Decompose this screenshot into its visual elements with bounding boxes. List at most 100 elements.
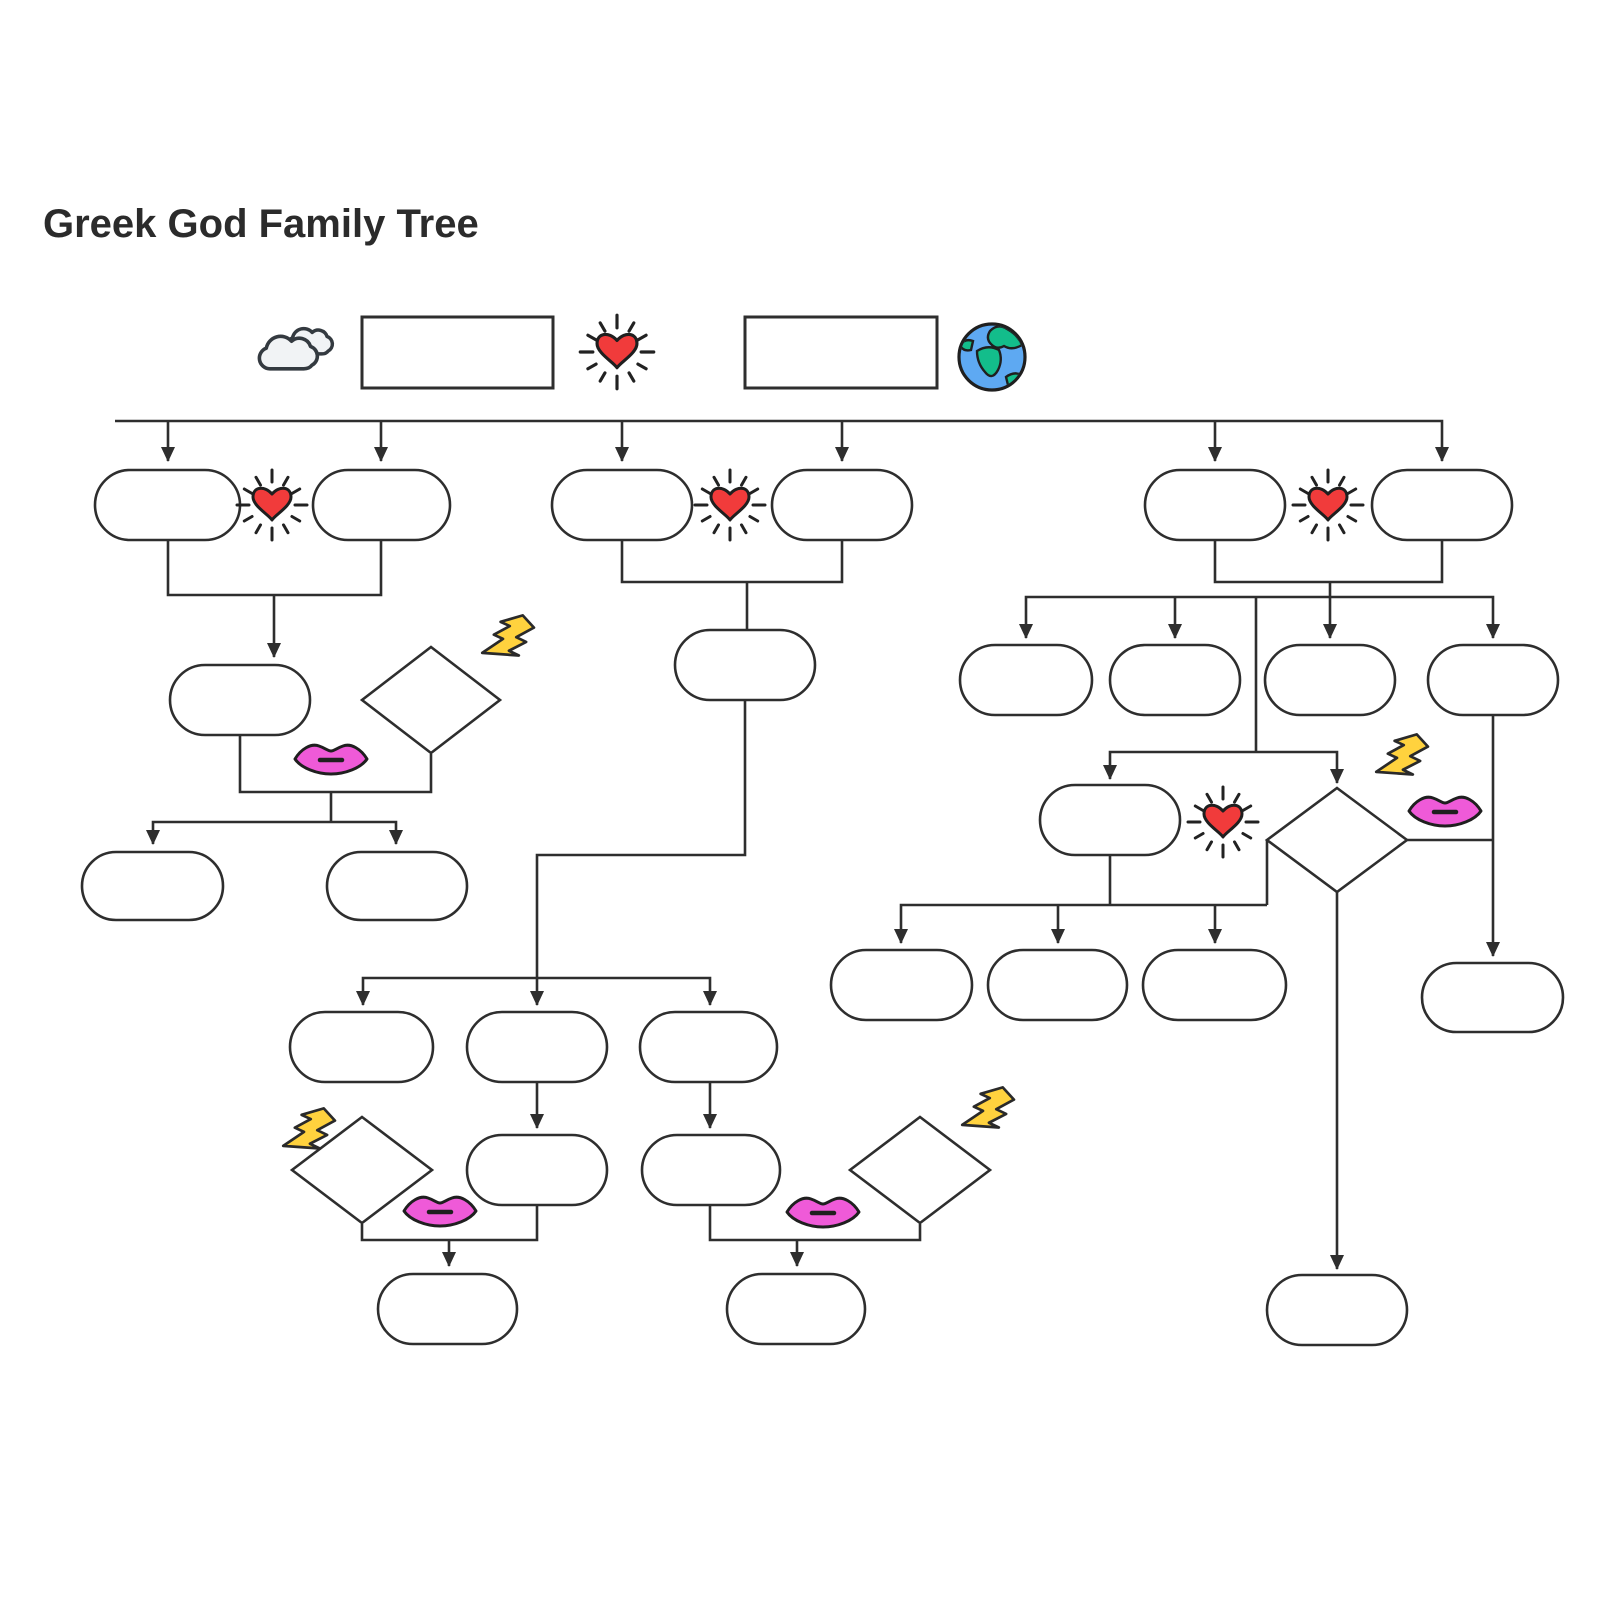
kiss-icon <box>1407 795 1483 828</box>
node-gen5-right-d <box>1265 1273 1409 1347</box>
heart-ray <box>282 475 290 487</box>
connector-line <box>530 700 747 1006</box>
node-couple3-left <box>1143 468 1287 542</box>
heart-ray <box>242 515 254 523</box>
lightning-icon <box>281 1107 337 1150</box>
node-gen5-right-a <box>829 948 974 1022</box>
node-couple2-child <box>673 628 817 702</box>
node-gen4-right-b <box>1420 961 1565 1034</box>
heart-ray <box>1241 804 1253 812</box>
heart-ray <box>598 371 607 383</box>
heart-shape <box>709 486 751 522</box>
heart-ray <box>636 362 648 371</box>
node-gen5-mid-c <box>725 1272 867 1346</box>
heart-ray <box>1205 840 1213 852</box>
heart-ray <box>740 523 748 535</box>
node-gen3-left-b <box>325 850 469 922</box>
node-gen4-mid-c <box>640 1133 782 1207</box>
node-gen4-mid-b <box>465 1133 609 1207</box>
node-couple1-left <box>93 468 242 542</box>
node-gen3-right-a <box>958 643 1094 717</box>
node-ancestor-box-left <box>360 315 555 390</box>
heart-ray <box>1346 487 1358 495</box>
heart-ray <box>1193 832 1205 840</box>
node-couple1-child <box>168 663 312 737</box>
heart-ray <box>748 515 760 523</box>
connector-line <box>1019 595 1500 639</box>
node-decision-right <box>1264 786 1410 894</box>
heart-ray <box>636 333 648 342</box>
kiss-icon <box>293 743 369 776</box>
heart-ray <box>627 321 636 333</box>
heart-ray <box>254 475 262 487</box>
heart-ray <box>712 523 720 535</box>
node-decision-left <box>359 645 503 755</box>
heart-shape <box>1202 803 1244 839</box>
node-gen3-right-c <box>1263 643 1397 717</box>
love-icon <box>578 313 656 391</box>
globe-land <box>975 346 1002 378</box>
connector-line <box>115 419 1449 462</box>
cloud-shape <box>257 334 320 371</box>
node-couple3-right <box>1370 468 1514 542</box>
heart-ray <box>627 371 636 383</box>
heart-ray <box>1205 792 1213 804</box>
heart-ray <box>1310 523 1318 535</box>
bolt-shape <box>1374 733 1430 776</box>
heart-ray <box>586 362 598 371</box>
node-decision-mid-left <box>289 1115 435 1225</box>
lightning-icon <box>960 1086 1016 1129</box>
love-icon <box>693 468 767 542</box>
node-gen3-mid-c <box>638 1010 779 1084</box>
heart-ray <box>1241 832 1253 840</box>
love-icon <box>1186 785 1260 859</box>
page-title: Greek God Family Tree <box>43 202 479 246</box>
node-couple1-right <box>311 468 452 542</box>
heart-ray <box>1298 515 1310 523</box>
heart-ray <box>1298 487 1310 495</box>
heart-ray <box>1233 840 1241 852</box>
heart-shape <box>1307 486 1349 522</box>
heart-ray <box>1338 475 1346 487</box>
connector-line <box>356 976 717 1006</box>
connector-line <box>238 735 433 794</box>
bolt-shape <box>480 614 536 657</box>
node-gen5-right-c <box>1141 948 1288 1022</box>
heart-ray <box>748 487 760 495</box>
node-gen3-right-b <box>1108 643 1242 717</box>
connector-line <box>146 820 403 845</box>
node-gen4-right-a <box>1038 783 1182 857</box>
earth-icon <box>957 322 1027 392</box>
heart-ray <box>700 515 712 523</box>
node-gen3-right-d <box>1426 643 1560 717</box>
node-ancestor-box-right <box>743 315 939 390</box>
clouds-icon <box>257 326 335 371</box>
node-couple2-right <box>770 468 914 542</box>
node-gen3-mid-b <box>465 1010 609 1084</box>
heart-shape <box>251 486 293 522</box>
heart-ray <box>290 487 302 495</box>
heart-ray <box>598 321 607 333</box>
connector-line <box>620 540 844 584</box>
node-gen3-mid-a <box>288 1010 435 1084</box>
connector-line <box>708 1205 922 1242</box>
node-gen5-mid-b <box>376 1272 519 1346</box>
heart-ray <box>282 523 290 535</box>
heart-shape <box>595 332 639 370</box>
kiss-icon <box>785 1196 861 1229</box>
heart-ray <box>712 475 720 487</box>
heart-ray <box>1233 792 1241 804</box>
heart-ray <box>1310 475 1318 487</box>
heart-ray <box>586 333 598 342</box>
connector-line <box>1213 540 1444 584</box>
lightning-icon <box>480 614 536 657</box>
node-gen3-left-a <box>80 850 225 922</box>
heart-ray <box>242 487 254 495</box>
love-icon <box>235 468 309 542</box>
connector-line <box>894 903 1267 944</box>
heart-ray <box>740 475 748 487</box>
heart-ray <box>1346 515 1358 523</box>
heart-ray <box>1338 523 1346 535</box>
heart-ray <box>700 487 712 495</box>
